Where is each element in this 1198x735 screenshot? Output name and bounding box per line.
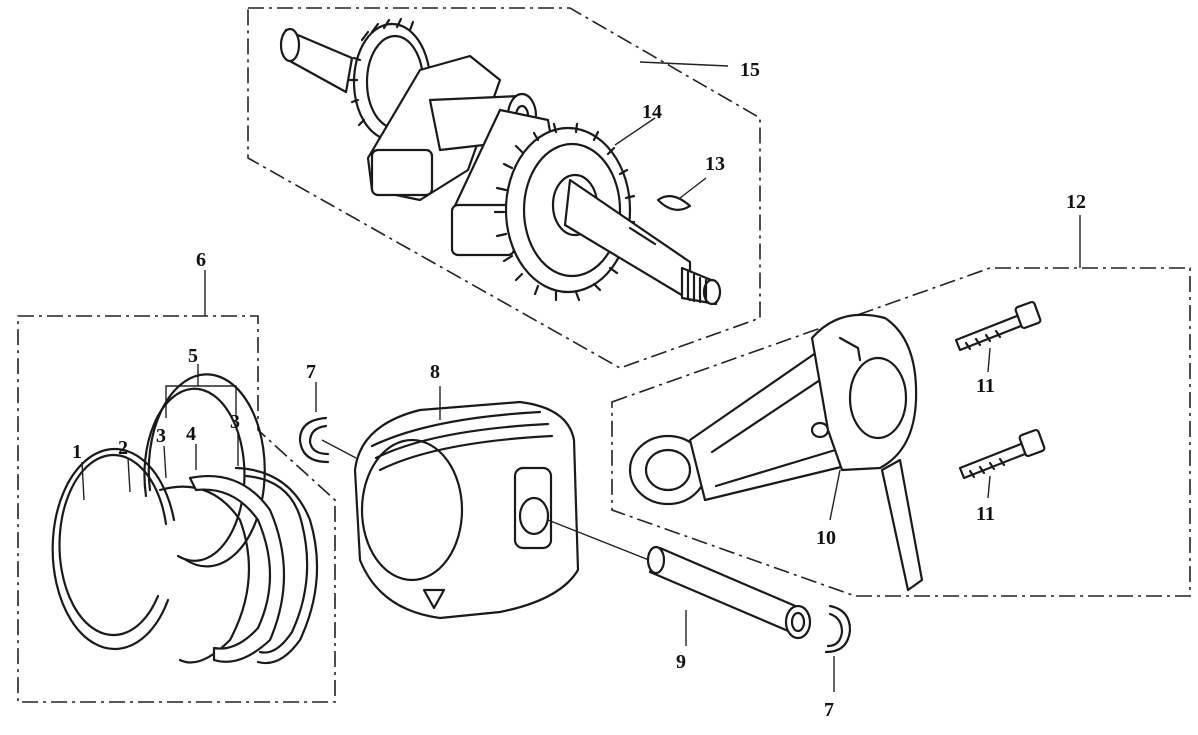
piston-ring-group-box	[17, 315, 336, 703]
bracket-5	[165, 385, 237, 418]
callout-11-lower: 11	[976, 503, 995, 525]
leader-11a	[987, 347, 991, 373]
callout-4: 4	[186, 423, 196, 445]
callout-5: 5	[188, 345, 198, 367]
callout-10: 10	[816, 527, 836, 549]
crankshaft[interactable]	[279, 17, 722, 306]
callout-7-lower: 7	[824, 699, 834, 721]
connecting-rod[interactable]	[628, 313, 924, 592]
oil-ring-spacer[interactable]	[188, 474, 286, 663]
connecting-rod-bolt-upper[interactable]	[954, 300, 1042, 352]
callout-3-rear: 3	[230, 411, 240, 433]
callout-9: 9	[676, 651, 686, 673]
piston-direction-mark	[422, 588, 446, 610]
crankshaft-group-box	[247, 7, 761, 369]
oil-ring-rail-rear[interactable]	[234, 466, 319, 665]
connecting-rod-group-box	[611, 267, 1191, 597]
crankshaft-group: 15 14 13	[247, 7, 761, 369]
piston-pin-clip-left[interactable]	[298, 416, 330, 464]
piston[interactable]	[353, 400, 580, 620]
woodruff-key[interactable]	[656, 195, 692, 211]
leader-1	[81, 461, 85, 501]
piston-group: 7 8 9 7	[298, 361, 852, 721]
leader-13	[679, 177, 707, 199]
callout-12: 12	[1066, 191, 1086, 213]
piston-pin-clip-right[interactable]	[824, 604, 852, 654]
callout-13: 13	[705, 153, 725, 175]
callout-7-upper: 7	[306, 361, 316, 383]
piston-ring-group: 1 2 3 4 3 5 6	[17, 249, 336, 703]
callout-3-front: 3	[156, 425, 166, 447]
callout-11-upper: 11	[976, 375, 995, 397]
callout-6: 6	[196, 249, 206, 271]
callout-14: 14	[642, 101, 662, 123]
leader-2	[127, 457, 131, 493]
callout-2: 2	[118, 437, 128, 459]
callout-8: 8	[430, 361, 440, 383]
callout-15: 15	[740, 59, 760, 81]
leader-15	[639, 61, 729, 67]
leader-11b	[987, 475, 991, 499]
leader-14	[614, 117, 656, 146]
connecting-rod-bolt-lower[interactable]	[958, 428, 1046, 480]
callout-1: 1	[72, 441, 82, 463]
connecting-rod-group: 12 11 11 10	[611, 191, 1191, 597]
leader-3a	[163, 445, 167, 479]
leader-clip-axis	[321, 439, 357, 459]
piston-ring-top[interactable]	[51, 447, 176, 651]
leader-10	[829, 469, 841, 521]
piston-pin[interactable]	[646, 545, 812, 640]
